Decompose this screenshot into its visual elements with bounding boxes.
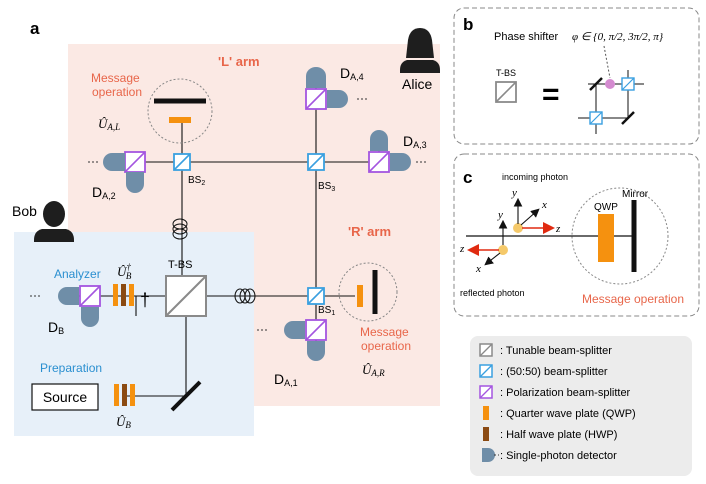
pbs-a1	[305, 319, 327, 341]
alice-avatar	[400, 28, 440, 73]
incoming-photon	[513, 223, 523, 233]
svg-text:: Quarter wave plate (QWP): : Quarter wave plate (QWP)	[500, 408, 636, 420]
u-al-label: ÛA,L	[98, 116, 120, 132]
detector-leads	[30, 98, 426, 331]
detector-label-b: DB	[48, 319, 64, 336]
message-op-circle-c	[571, 187, 669, 285]
left-arm-label: 'L' arm	[218, 54, 260, 69]
right-arm-label: 'R' arm	[348, 224, 391, 239]
source-label: Source	[43, 389, 88, 405]
svg-text:: Tunable beam-splitter: : Tunable beam-splitter	[500, 345, 612, 357]
qwp-c	[598, 214, 614, 262]
phase-shifter-pointer	[603, 45, 611, 79]
reflected-x-label: x	[475, 263, 481, 275]
message-op-r-circle	[338, 262, 398, 322]
detector-icon	[58, 67, 411, 361]
panel-label-a: a	[30, 19, 40, 38]
reflected-x-axis	[484, 252, 501, 266]
legend-box	[470, 336, 692, 476]
tunable-bs	[165, 275, 207, 317]
panel-label-b: b	[463, 15, 473, 34]
message-op-l-circle	[147, 78, 213, 144]
fiber-loop-horizontal	[234, 288, 256, 304]
pbs-a4	[305, 88, 327, 110]
reflected-photon-label: reflected photon	[460, 288, 525, 298]
u-b-label: ÛB	[116, 414, 131, 430]
qwp-prep-2	[130, 384, 135, 406]
bs2-label: BS2	[188, 175, 205, 187]
panel-c-box	[453, 153, 700, 317]
tbs-symbol-b	[495, 81, 517, 103]
incoming-photon-label: incoming photon	[502, 172, 568, 182]
qwp-analyzer-1	[113, 284, 118, 306]
qwp-l	[169, 117, 191, 123]
panel-label-c: c	[463, 168, 472, 187]
message-op-label-c: Message operation	[582, 292, 684, 306]
bob-avatar	[34, 201, 74, 242]
qwp-r	[357, 285, 363, 307]
mzi-bs-bottom	[589, 111, 603, 125]
phase-shifter-label: Phase shifter	[494, 31, 559, 43]
incoming-x-axis	[520, 208, 540, 226]
reflected-z-label: z	[459, 243, 465, 255]
tbs-label: T-BS	[168, 259, 192, 271]
mzi-mirror-2	[621, 111, 635, 125]
pbs-analyzer	[79, 285, 101, 307]
u-ar-label: ÛA,R	[362, 362, 385, 378]
reflected-photon	[498, 245, 508, 255]
qwp-label-c: QWP	[594, 202, 618, 213]
mirror-label-c: Mirror	[622, 189, 649, 200]
hwp-prep	[122, 384, 127, 406]
equals-sign: =	[542, 78, 560, 111]
incoming-z-label: z	[555, 223, 561, 235]
u-b-dagger-label: Û†B	[117, 262, 132, 281]
analyzer-label: Analyzer	[54, 267, 101, 281]
reflected-y-label: y	[497, 209, 503, 221]
legend-item-bs: : (50:50) beam-splitter	[479, 364, 608, 378]
mzi-bs-top	[621, 77, 635, 91]
tbs-label-b: T-BS	[496, 68, 516, 78]
bob-label: Bob	[12, 203, 37, 219]
mzi-mirror-1	[589, 77, 603, 91]
incoming-y-label: y	[511, 187, 517, 199]
bs3	[307, 153, 325, 171]
svg-text:: (50:50) beam-splitter: : (50:50) beam-splitter	[500, 366, 608, 378]
qwp-analyzer-2	[129, 284, 134, 306]
detector-label-a4: DA,4	[340, 65, 364, 82]
svg-text:: Half wave plate (HWP): : Half wave plate (HWP)	[500, 429, 617, 441]
prep-mirror	[170, 380, 202, 412]
pbs-a3	[368, 151, 390, 173]
bs3-label: BS3	[318, 181, 335, 193]
source-box	[31, 383, 99, 411]
hwp-analyzer	[121, 284, 126, 306]
svg-text:: Single-photon detector: : Single-photon detector	[500, 450, 617, 462]
legend-item-hwp: : Half wave plate (HWP)	[483, 427, 617, 441]
bs1	[307, 287, 325, 305]
panel-b-box	[453, 7, 700, 145]
legend-item-tunable-bs: : Tunable beam-splitter	[479, 343, 612, 357]
message-op-l-label: Message operation	[91, 71, 143, 99]
svg-text:: Polarization beam-splitter: : Polarization beam-splitter	[500, 387, 631, 399]
phase-shifter-dot	[605, 79, 615, 89]
detector-label-a1: DA,1	[274, 371, 298, 388]
detector-label-a2: DA,2	[92, 184, 116, 201]
incoming-x-label: x	[541, 199, 547, 211]
bs1-label: BS1	[318, 305, 335, 317]
fiber-loop-vertical	[172, 218, 188, 240]
bs2	[173, 153, 191, 171]
message-op-r-label: Message operation	[360, 325, 412, 353]
legend-item-detector: : Single-photon detector	[482, 448, 617, 462]
legend-item-qwp: : Quarter wave plate (QWP)	[483, 406, 636, 420]
pbs-a2	[124, 151, 146, 173]
preparation-label: Preparation	[40, 361, 102, 375]
qwp-prep-1	[114, 384, 119, 406]
alice-label: Alice	[402, 76, 433, 92]
phi-expression: φ ∈ {0, π/2, 3π/2, π}	[572, 31, 664, 43]
dagger-mark: †	[140, 290, 150, 310]
legend-item-pbs: : Polarization beam-splitter	[479, 385, 631, 399]
detector-label-a3: DA,3	[403, 133, 427, 150]
